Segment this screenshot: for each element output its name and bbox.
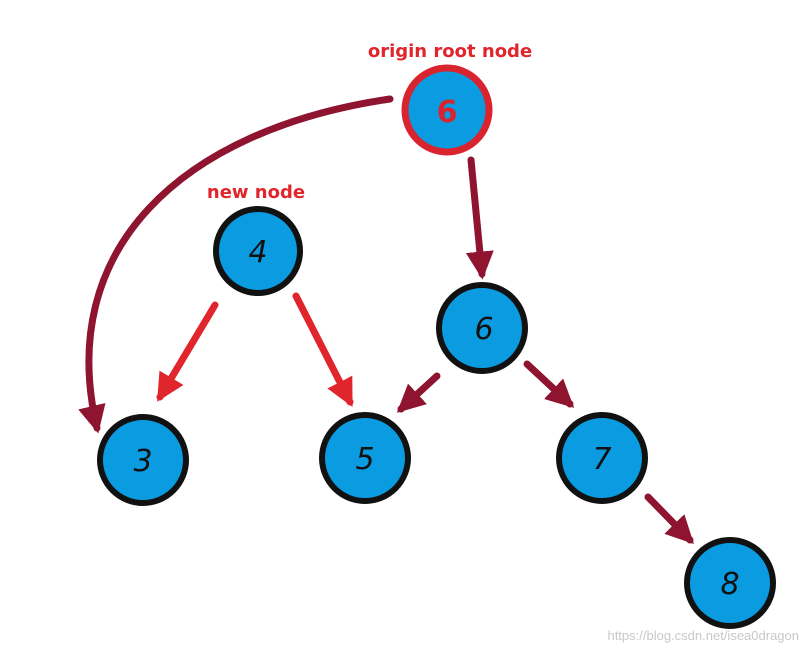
edge-root6-to-3 bbox=[78, 95, 394, 434]
edges-group bbox=[78, 95, 694, 545]
edge-root6-to-6 bbox=[465, 156, 494, 280]
node-6: 6 bbox=[436, 282, 528, 374]
origin-root-annotation: origin root node bbox=[368, 41, 532, 62]
node-3: 3 bbox=[97, 414, 189, 506]
node-7-label: 7 bbox=[592, 442, 611, 477]
node-new-4: 4 bbox=[213, 206, 303, 296]
watermark-text: https://blog.csdn.net/isea0dragon bbox=[607, 628, 799, 643]
node-new-4-label: 4 bbox=[248, 235, 267, 270]
node-8-label: 8 bbox=[720, 567, 739, 602]
edge-7-to-8 bbox=[644, 493, 694, 545]
edge-4-to-3 bbox=[156, 301, 219, 402]
new-node-annotation: new node bbox=[207, 182, 305, 203]
edge-4-to-5 bbox=[292, 292, 354, 407]
node-8: 8 bbox=[684, 537, 776, 629]
node-6-label: 6 bbox=[474, 312, 493, 347]
node-origin-root: 6 bbox=[401, 64, 493, 156]
node-7: 7 bbox=[556, 412, 648, 504]
node-3-label: 3 bbox=[133, 444, 152, 479]
edge-6-to-7 bbox=[523, 360, 575, 408]
node-5: 5 bbox=[319, 412, 411, 504]
edge-6-to-5 bbox=[396, 372, 441, 413]
node-origin-root-label: 6 bbox=[437, 95, 458, 130]
node-5-label: 5 bbox=[355, 442, 374, 477]
